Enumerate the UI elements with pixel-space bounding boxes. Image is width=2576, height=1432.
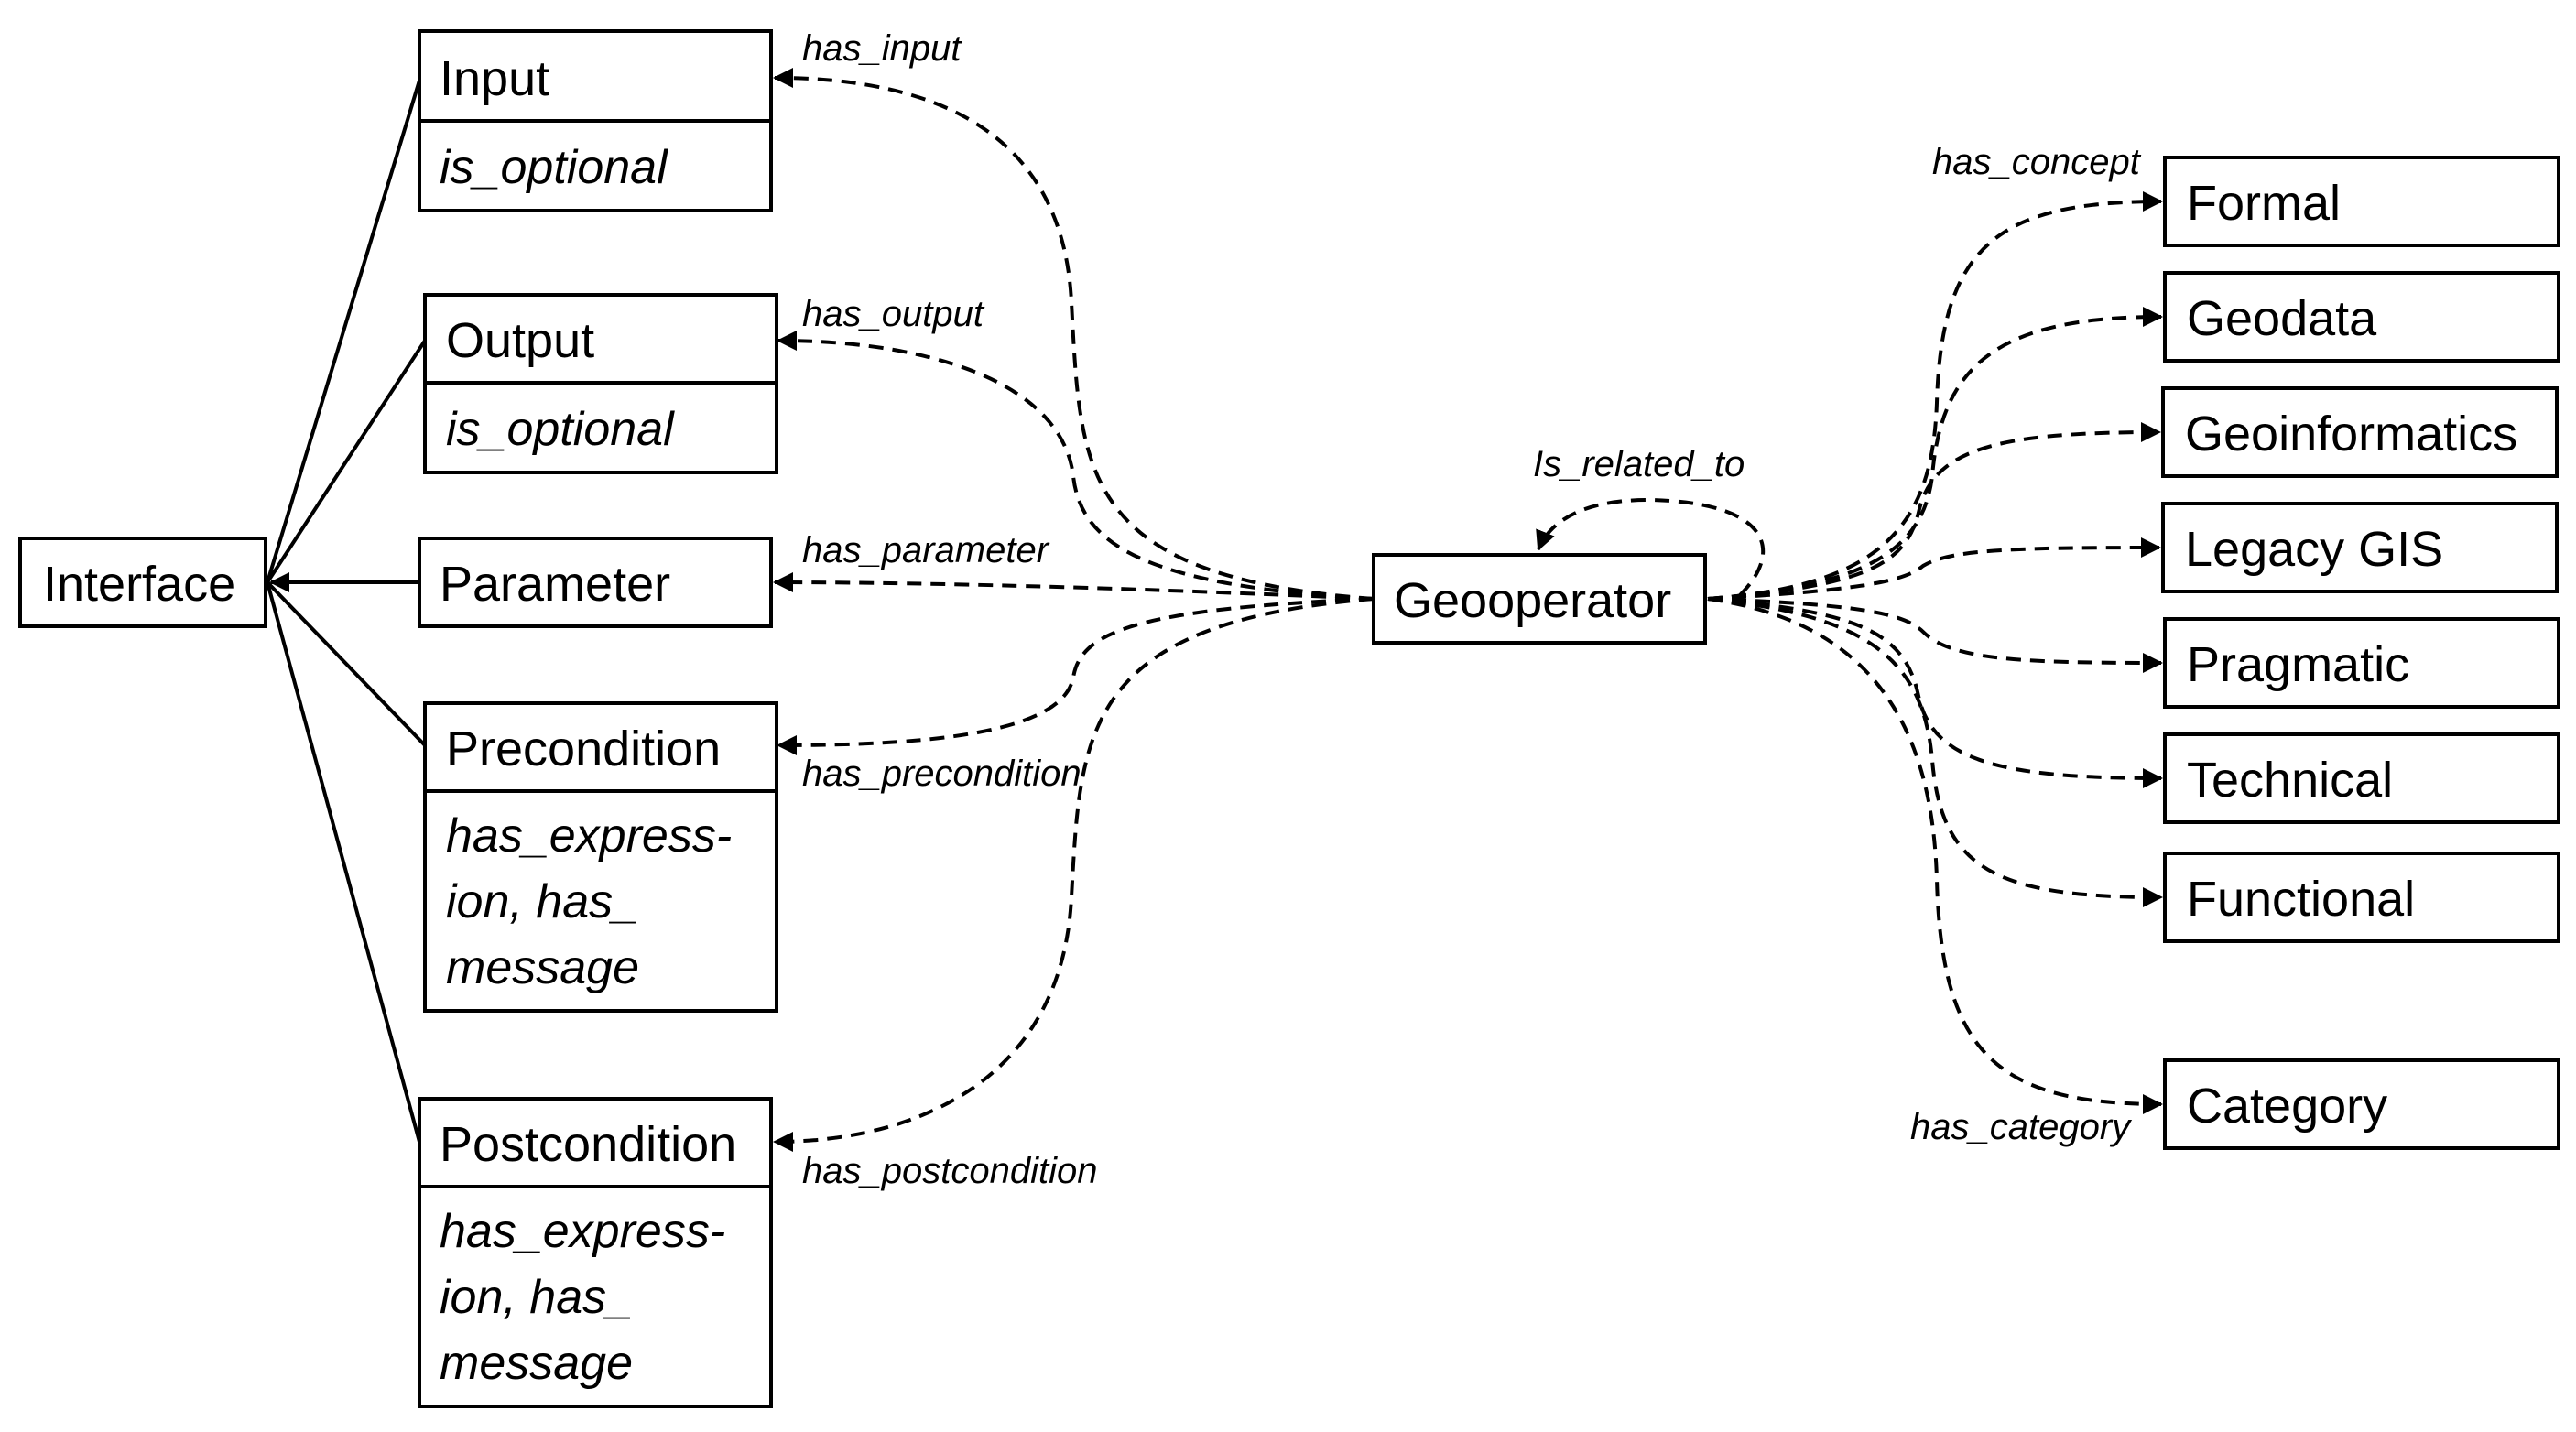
link-interface-precondition [266,580,427,747]
node-geodata: Geodata [2163,271,2560,363]
node-postcondition-attr-3: message [440,1337,633,1390]
link-interface-output [266,339,427,584]
node-category: Category [2163,1058,2560,1150]
node-precondition-attr-2: ion, has_ [446,875,639,928]
node-output-label: Output [446,313,594,368]
node-postcondition: Postcondition has_express- ion, has_ mes… [418,1097,773,1408]
edge-geodata [1707,307,2163,601]
node-input-attr: is_optional [440,141,668,194]
node-formal: Formal [2163,156,2560,247]
node-technical-label: Technical [2187,753,2393,808]
label-has-precondition: has_precondition [802,754,1081,794]
edge-has-input [773,68,1375,601]
edge-has-output [777,331,1375,601]
node-legacy-gis: Legacy GIS [2161,502,2559,593]
link-interface-postcondition [266,581,421,1143]
node-postcondition-attr-2: ion, has_ [440,1271,633,1324]
node-pragmatic: Pragmatic [2163,617,2560,709]
node-geodata-label: Geodata [2187,291,2377,346]
left-edges [773,68,1375,1152]
node-parameter: Parameter [418,537,773,628]
edge-pragmatic [1707,597,2163,673]
node-geoinformatics: Geoinformatics [2161,386,2559,478]
label-has-parameter: has_parameter [802,530,1050,570]
node-precondition: Precondition has_express- ion, has_ mess… [423,701,778,1013]
node-interface: Interface [18,537,267,628]
node-geooperator: Geooperator [1372,553,1707,645]
node-output-attr: is_optional [446,403,675,456]
node-precondition-attr-3: message [446,941,639,994]
node-formal-label: Formal [2187,176,2341,231]
node-input-label: Input [440,51,549,106]
edge-has-parameter [773,572,1375,601]
node-geooperator-label: Geooperator [1394,573,1671,628]
node-functional-label: Functional [2187,872,2415,927]
edge-formal [1707,191,2163,601]
edge-has-postcondition [773,597,1375,1152]
node-category-label: Category [2187,1079,2387,1134]
node-output: Output is_optional [423,293,778,474]
edge-has-precondition [777,597,1375,755]
label-has-postcondition: has_postcondition [802,1151,1097,1191]
interface-links [266,80,427,1143]
node-interface-label: Interface [43,557,235,612]
node-precondition-attr-1: has_express- [446,809,732,862]
node-technical: Technical [2163,732,2560,824]
label-has-category: has_category [1910,1107,2133,1147]
right-edges [1707,191,2163,1114]
edge-technical [1707,597,2163,788]
label-is-related-to: Is_related_to [1533,444,1745,484]
edge-is-related-to [1536,497,1766,597]
label-has-concept: has_concept [1932,142,2142,182]
node-pragmatic-label: Pragmatic [2187,637,2409,692]
label-has-input: has_input [802,28,962,69]
node-postcondition-label: Postcondition [440,1117,736,1172]
node-legacy-gis-label: Legacy GIS [2185,522,2443,577]
node-geoinformatics-label: Geoinformatics [2185,407,2517,461]
edge-functional [1707,597,2163,907]
edge-category [1707,597,2163,1114]
node-postcondition-attr-1: has_express- [440,1205,725,1258]
edge-geoinformatics [1707,422,2161,601]
edge-legacy-gis [1707,537,2161,601]
node-input: Input is_optional [418,29,773,212]
label-has-output: has_output [802,294,985,334]
node-functional: Functional [2163,852,2560,943]
node-parameter-label: Parameter [440,557,670,612]
link-interface-input [266,80,421,583]
node-precondition-label: Precondition [446,721,721,776]
